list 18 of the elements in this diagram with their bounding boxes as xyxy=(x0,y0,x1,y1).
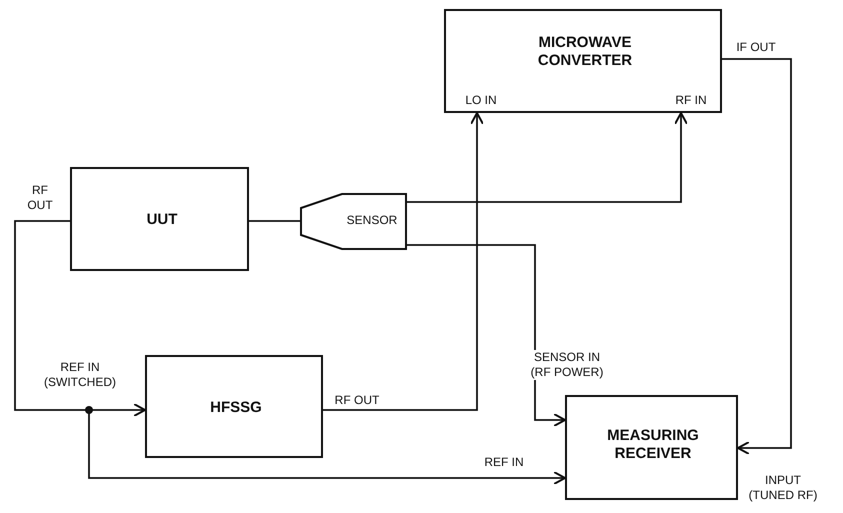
arrow xyxy=(407,244,566,427)
block-title: MICROWAVE CONVERTER xyxy=(536,34,634,70)
connector-line xyxy=(249,220,300,222)
block-title: MEASURING RECEIVER xyxy=(606,427,700,463)
sensor-node xyxy=(300,193,407,250)
block-box xyxy=(145,355,323,458)
arrow xyxy=(407,112,688,203)
block-box xyxy=(444,9,722,113)
port-label: LO IN xyxy=(464,93,498,108)
block-title: UUT xyxy=(146,211,178,229)
block-title: SENSOR xyxy=(346,213,398,228)
block-box xyxy=(70,167,249,271)
block-box xyxy=(565,395,738,500)
block-title: HFSSG xyxy=(209,399,263,417)
arrow xyxy=(323,112,484,411)
arrow xyxy=(722,58,792,455)
port-label: RF IN xyxy=(674,93,708,108)
port-label: SENSOR IN (RF POWER) xyxy=(530,350,604,380)
